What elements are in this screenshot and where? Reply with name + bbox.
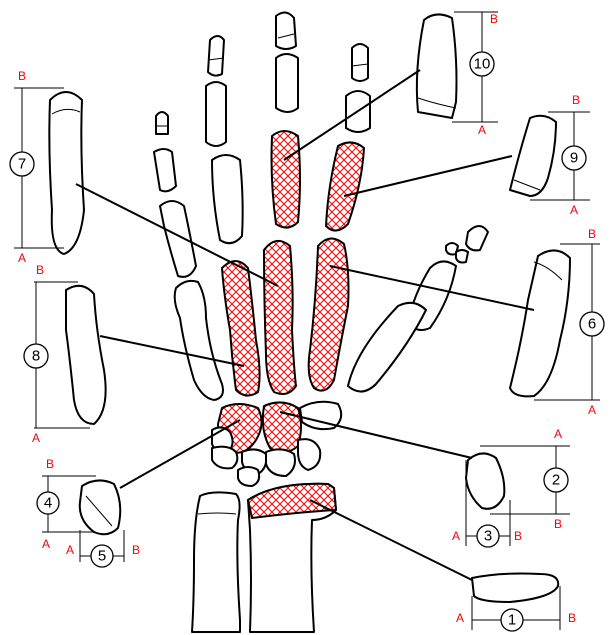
thumb-distal — [466, 226, 488, 250]
number-10: 10 — [474, 56, 491, 73]
hamate — [266, 449, 295, 476]
label-1-a: A — [456, 611, 464, 625]
label-10-b: B — [490, 12, 498, 26]
middle-proximal-hatched — [272, 131, 301, 228]
triquetrum — [298, 439, 320, 470]
label-9-a: A — [570, 203, 578, 217]
number-1: 1 — [508, 612, 516, 629]
index-distal — [352, 44, 368, 81]
ring-proximal — [212, 155, 243, 243]
number-3: 3 — [484, 528, 492, 545]
little-distal — [156, 112, 168, 134]
pisiform — [238, 467, 259, 486]
label-6-a: A — [588, 403, 596, 417]
lunate-hatched — [263, 402, 301, 452]
metacarpal-3-hatched — [264, 241, 296, 394]
label-10-a: A — [478, 123, 486, 137]
number-7: 7 — [18, 156, 26, 173]
leader-8 — [100, 336, 244, 366]
number-8: 8 — [32, 348, 40, 365]
metacarpal-4-hatched — [222, 261, 260, 396]
isolated-bone-7 — [49, 92, 84, 254]
label-1-b: B — [568, 611, 576, 625]
index-proximal-hatched — [326, 142, 364, 230]
metacarpals — [175, 238, 349, 400]
label-5-b: B — [132, 543, 140, 557]
number-4: 4 — [44, 495, 52, 512]
thumb-sesamoid-2 — [456, 250, 468, 263]
little-finger — [154, 112, 196, 277]
isolated-bone-1 — [472, 574, 558, 603]
label-9-b: B — [572, 93, 580, 107]
label-2-b: B — [554, 517, 562, 531]
dimension-10: 10 B A — [452, 12, 498, 137]
label-5-a: A — [66, 543, 74, 557]
forearm — [192, 484, 336, 632]
leader-1 — [310, 500, 472, 580]
metacarpal-2-hatched — [309, 238, 349, 390]
leader-9 — [344, 156, 512, 196]
middle-distal — [276, 12, 296, 49]
label-6-b: B — [588, 227, 596, 241]
metacarpal-5 — [175, 281, 223, 400]
dimension-5: 5 A B — [66, 530, 140, 567]
number-2: 2 — [552, 472, 560, 489]
number-9: 9 — [570, 150, 578, 167]
isolated-bone-2 — [466, 453, 504, 508]
isolated-bone-9 — [510, 116, 556, 196]
number-6: 6 — [588, 316, 596, 333]
label-4-a: A — [42, 537, 50, 551]
trapezoid — [212, 447, 237, 469]
index-finger — [326, 44, 370, 231]
label-7-a: A — [18, 251, 26, 265]
number-5: 5 — [98, 548, 106, 565]
label-7-b: B — [18, 69, 26, 83]
label-8-a: A — [32, 431, 40, 445]
little-middle — [154, 149, 176, 191]
ring-finger — [206, 36, 243, 243]
thumb — [348, 226, 488, 392]
carpal-bones — [212, 402, 341, 486]
thumb-metacarpal — [348, 303, 426, 392]
middle-finger — [272, 12, 301, 227]
little-proximal — [160, 201, 196, 277]
ring-middle — [206, 82, 226, 146]
isolated-bone-6 — [510, 250, 570, 396]
isolated-bone-8 — [66, 286, 106, 424]
middle-middle — [276, 54, 298, 112]
label-4-b: B — [46, 457, 54, 471]
label-3-b: B — [514, 529, 522, 543]
label-3-a: A — [452, 529, 460, 543]
isolated-bone-10 — [417, 14, 457, 118]
isolated-bone-4 — [80, 480, 120, 534]
label-2-a: A — [554, 427, 562, 441]
label-8-b: B — [36, 263, 44, 277]
ring-distal — [208, 36, 224, 76]
